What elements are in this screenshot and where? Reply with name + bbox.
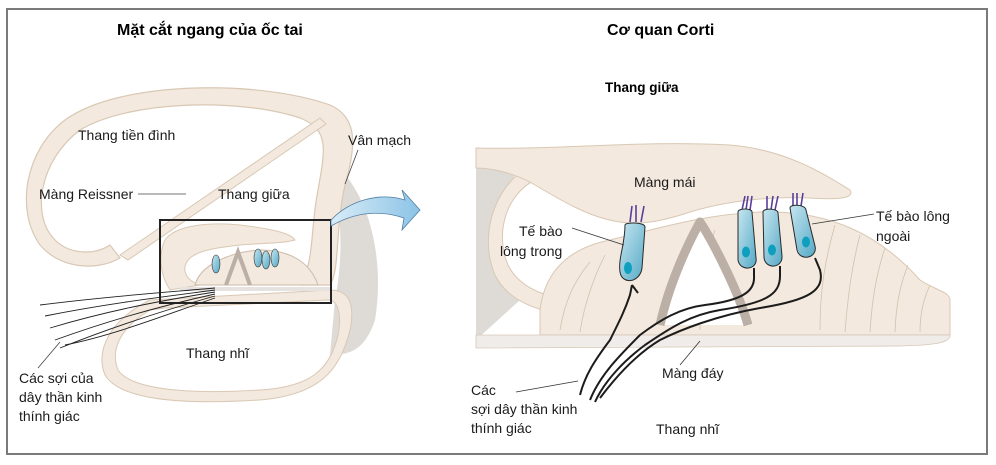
label-scala-vestibuli: Thang tiền đình [78,127,176,143]
scala-vestibuli-wall [25,87,354,286]
hair-cells-mini [211,248,280,274]
basilar-membrane-mini [180,287,330,291]
reissner-membrane [119,117,327,261]
label-outer-hair-cells-2: ngoài [876,228,911,244]
label-nerve-fibers-right-2: sợi dây thần kinh [471,401,578,417]
zoom-box [159,219,332,304]
label-nerve-fibers-left-2: dây thần kinh [19,389,103,405]
nerve-fibers-left [39,287,216,349]
leader-stria [344,149,359,185]
left-panel-title: Mặt cắt ngang của ốc tai [117,22,303,39]
outer-hair-cell-2 [762,195,783,267]
outer-hair-cells [737,192,816,269]
label-scala-tympani-left: Thang nhĩ [186,345,250,361]
label-scala-media: Thang giữa [218,186,290,202]
leader-basilar [679,340,701,366]
outer-hair-cell-1 [737,195,757,269]
zoom-arrow [330,189,421,232]
right-panel-subtitle: Thang giữa [605,80,679,95]
outer-hair-cell-3 [789,192,816,258]
label-reissner-membrane: Màng Reissner [39,186,134,202]
label-nerve-fibers-left-1: Các sợi của [19,370,94,386]
leader-inner-hair-cell [571,227,625,246]
inner-hair-cell [619,205,646,281]
scala-tympani-wall [101,289,353,403]
organ-of-corti [475,143,951,403]
right-panel-title: Cơ quan Corti [607,22,715,39]
label-tectorial-membrane: Màng mái [634,174,696,190]
label-nerve-fibers-left-3: thính giác [19,408,80,424]
label-basilar-membrane: Màng đáy [662,365,724,381]
leader-outer-hair-cells [811,213,875,225]
leader-nerve-left [37,341,61,369]
tunnel-of-corti [655,217,753,327]
nerve-fibers-right [579,257,822,403]
label-nerve-fibers-right-1: Các [471,382,496,398]
tectorial-membrane [475,143,852,224]
tunnel-pillars-mini [224,246,252,286]
label-inner-hair-cell-2: lông trong [500,243,563,259]
label-stria-vascularis: Vân mạch [348,132,412,148]
leader-nerve-right [515,380,579,393]
cell-outlines [559,224,931,333]
label-scala-tympani-right: Thang nhĩ [656,421,720,437]
basilar-membrane [475,334,951,349]
label-nerve-fibers-right-3: thính giác [471,420,532,436]
label-inner-hair-cell-1: Tế bào [519,223,563,239]
cochlea-cross-section [25,87,378,403]
label-outer-hair-cells-1: Tế bào lông [876,208,950,224]
